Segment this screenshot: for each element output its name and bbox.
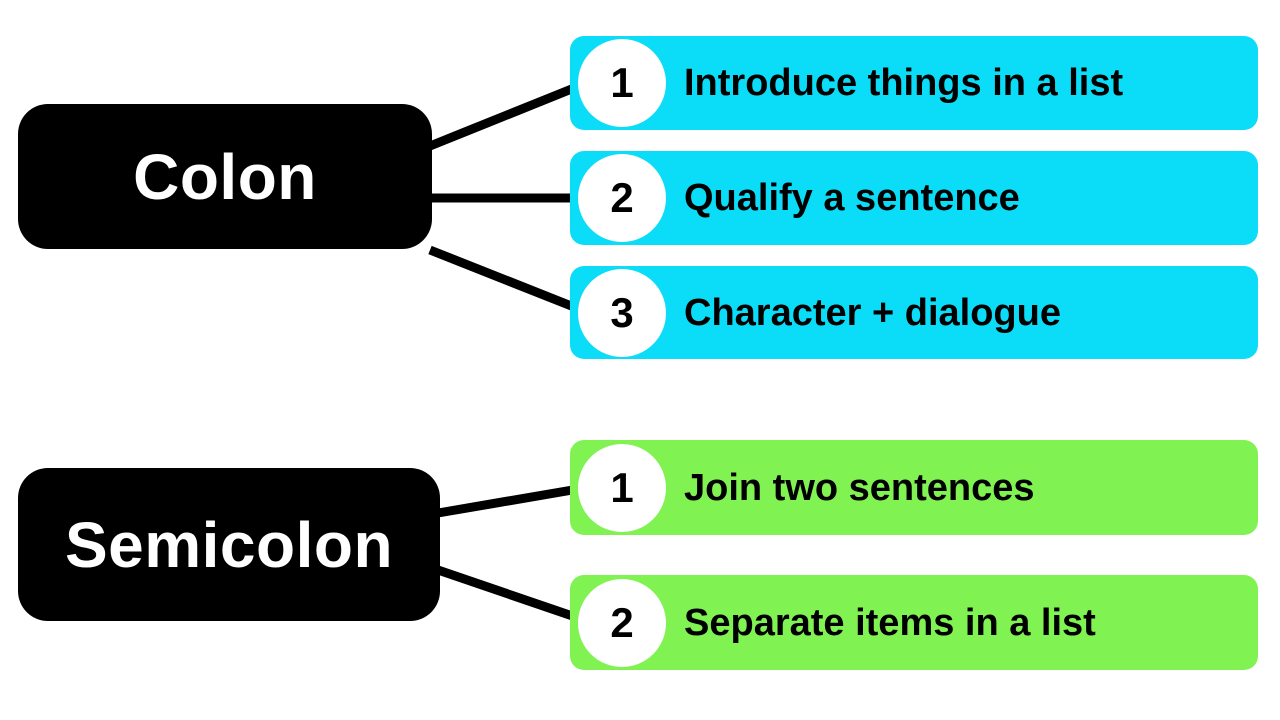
branch-colon-3-label: Character + dialogue — [684, 291, 1061, 334]
branch-colon-1-index: 1 — [578, 39, 666, 127]
connector-colon-3 — [428, 245, 586, 316]
root-node-semicolon-label: Semicolon — [64, 508, 394, 581]
branch-semicolon-2[interactable]: 2 Separate items in a list — [570, 575, 1258, 670]
root-node-semicolon[interactable]: Semicolon — [18, 468, 440, 621]
branch-semicolon-2-label: Separate items in a list — [684, 601, 1096, 644]
branch-colon-2-index: 2 — [578, 154, 666, 242]
branch-colon-2[interactable]: 2 Qualify a sentence — [570, 151, 1258, 245]
branch-colon-2-label: Qualify a sentence — [684, 177, 1020, 219]
connector-colon-1 — [428, 79, 586, 151]
root-node-colon-label: Colon — [133, 140, 317, 213]
connector-semicolon-1 — [437, 482, 591, 518]
branch-colon-3-index: 3 — [578, 268, 666, 357]
branch-semicolon-1-index: 1 — [578, 443, 666, 532]
branch-semicolon-1-label: Join two sentences — [684, 466, 1035, 509]
branch-semicolon-1[interactable]: 1 Join two sentences — [570, 440, 1258, 535]
branch-colon-1[interactable]: 1 Introduce things in a list — [570, 36, 1258, 130]
branch-colon-3[interactable]: 3 Character + dialogue — [570, 266, 1258, 359]
root-node-colon[interactable]: Colon — [18, 104, 432, 249]
connector-semicolon-2 — [436, 565, 592, 627]
branch-colon-1-label: Introduce things in a list — [684, 62, 1124, 104]
branch-semicolon-2-index: 2 — [578, 578, 666, 667]
